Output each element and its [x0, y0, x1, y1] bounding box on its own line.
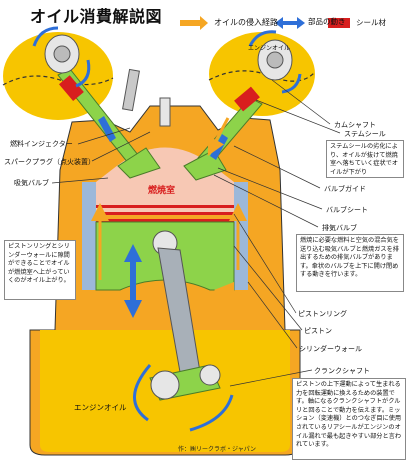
label-spark-plug: スパークプラグ（点火装置）	[4, 158, 95, 166]
legend-motion-label: 部品の動き	[308, 17, 346, 26]
label-camshaft: カムシャフト	[334, 121, 376, 129]
label-crankshaft: クランクシャフト	[314, 367, 370, 375]
page-title: オイル消費解説図	[30, 7, 163, 26]
credit-text: 作：㈱リークラボ・ジャパン	[178, 446, 257, 453]
label-exhaust-valve: 排気バルブ	[322, 224, 357, 232]
legend-oil-arrow	[180, 16, 208, 30]
label-engine-oil-bottom: エンジンオイル	[74, 403, 127, 412]
legend-motion-arrow	[275, 17, 305, 29]
cylinder-wall-left	[82, 182, 96, 290]
note-piston-ring: ピストンリングとシリンダーウォールに隙間ができることでオイルが燃焼室へ上がってい…	[4, 240, 76, 300]
label-fuel-injector: 燃料インジェクター	[10, 140, 73, 148]
cylinder-wall-right	[234, 182, 248, 290]
note-stem-seal: ステムシールの劣化により、オイルが抜けて燃焼室へ落ちていく症状でオイルが下がり	[326, 140, 404, 178]
label-cylinder-wall: シリンダーウォール	[299, 345, 362, 353]
label-engine-oil-top: エンジンオイル	[248, 45, 291, 52]
note-exhaust-valve: 燃焼に必要な燃料と空気の混合気を送り込む吸気バルブと燃焼ガスを排出するための排気…	[296, 234, 404, 292]
label-stem-seal: ステムシール	[344, 130, 386, 138]
label-combustion-chamber: 燃焼室	[148, 186, 176, 196]
spark-plug	[159, 97, 171, 127]
note-crankshaft: ピストンの上下運動によって生まれる力を回転運動に換えるための装置です。軸になるク…	[292, 378, 406, 460]
legend-seal-swatch	[328, 18, 350, 28]
label-valve-guide: バルブガイド	[324, 185, 366, 193]
label-valve-seat: バルブシート	[326, 206, 368, 214]
piston-motion-arrow	[124, 262, 142, 318]
fuel-injector	[122, 68, 140, 112]
combustion-chamber	[96, 182, 234, 212]
legend-seal-label: シール材	[356, 18, 386, 27]
label-piston-ring: ピストンリング	[298, 310, 347, 318]
label-piston: ピストン	[304, 327, 332, 335]
legend-oil-label: オイルの侵入経路	[214, 18, 278, 27]
label-intake-valve: 吸気バルブ	[14, 179, 49, 187]
